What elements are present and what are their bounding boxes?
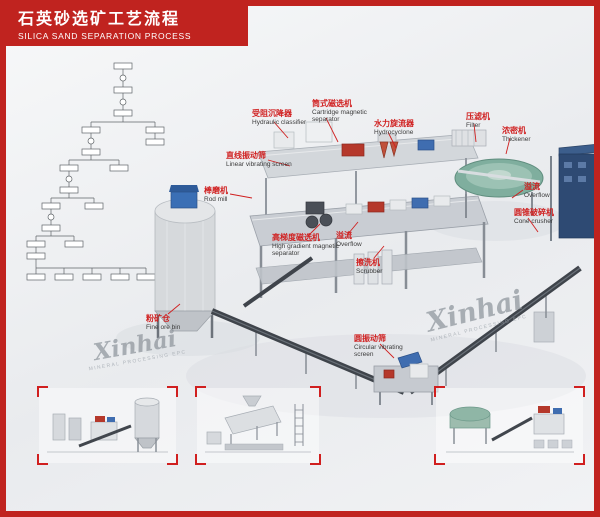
bracket-icon [310,386,321,397]
detail-inset-1 [37,386,178,465]
page-title-chinese: 石英砂选矿工艺流程 [18,11,181,28]
inset-equipment-drawing [205,395,311,453]
bracket-icon [434,386,445,397]
inset-equipment-drawing [47,397,168,453]
mini-flowchart [26,62,165,281]
bracket-icon [167,454,178,465]
bracket-icon [195,386,206,397]
fine-ore-bin-silo [154,185,216,338]
title-banner: 石英砂选矿工艺流程 SILICA SAND SEPARATION PROCESS [6,6,248,46]
bracket-icon [195,454,206,465]
thickener [454,158,544,218]
bracket-icon [434,454,445,465]
deck-equipment [273,121,487,285]
process-scene [26,62,594,418]
bracket-icon [310,454,321,465]
bracket-icon [574,386,585,397]
detail-inset-3 [434,386,585,465]
bottom-platform [373,351,439,405]
page-title-english: SILICA SAND SEPARATION PROCESS [18,30,192,41]
detail-inset-2 [195,386,321,465]
leader-lines [167,117,539,359]
bracket-icon [574,454,585,465]
inset-equipment-drawing [446,406,574,453]
bracket-icon [167,386,178,397]
bracket-icon [37,386,48,397]
bracket-icon [37,454,48,465]
right-building [533,144,594,343]
